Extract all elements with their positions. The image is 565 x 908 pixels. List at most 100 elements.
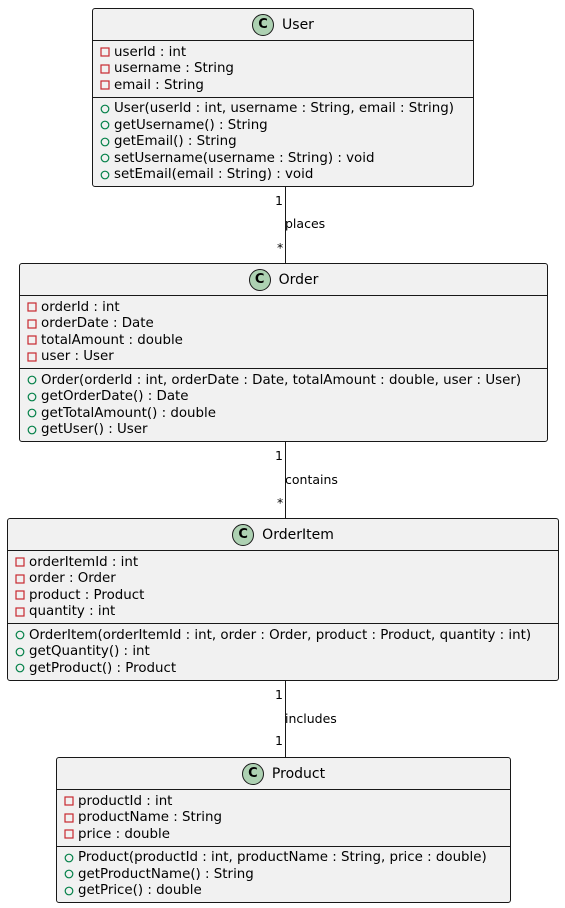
- relation-line-order-orderitem: [285, 440, 286, 518]
- method-row: getOrderDate() : Date: [26, 389, 547, 406]
- multiplicity-orderitem-side: *: [277, 495, 284, 510]
- public-visibility-icon: [63, 852, 75, 864]
- method-text: getProductName() : String: [78, 866, 254, 882]
- class-c-icon: C: [241, 762, 264, 785]
- method-row: getProduct() : Product: [14, 660, 558, 677]
- attribute-row: productName : String: [63, 810, 510, 827]
- attribute-text: quantity : int: [29, 604, 116, 620]
- relation-line-user-order: [285, 185, 286, 263]
- attribute-text: totalAmount : double: [41, 332, 183, 348]
- method-row: User(userId : int, username : String, em…: [99, 101, 473, 118]
- private-visibility-icon: [63, 812, 75, 824]
- method-text: getUsername() : String: [114, 117, 268, 133]
- class-header: C Product: [57, 758, 510, 790]
- attribute-text: order : Order: [29, 571, 116, 587]
- attribute-row: order : Order: [14, 571, 558, 588]
- multiplicity-orderitem-side: 1: [275, 687, 283, 702]
- public-visibility-icon: [26, 391, 38, 403]
- attribute-text: price : double: [78, 826, 170, 842]
- public-visibility-icon: [14, 629, 26, 641]
- method-text: getPrice() : double: [78, 883, 202, 899]
- relation-label-places: places: [285, 216, 326, 231]
- methods-section: Order(orderId : int, orderDate : Date, t…: [20, 369, 547, 441]
- attribute-row: product : Product: [14, 587, 558, 604]
- attribute-row: username : String: [99, 61, 473, 78]
- attribute-row: productId : int: [63, 793, 510, 810]
- relation-label-contains: contains: [285, 472, 338, 487]
- public-visibility-icon: [14, 646, 26, 658]
- methods-section: Product(productId : int, productName : S…: [57, 847, 510, 903]
- class-name: OrderItem: [262, 526, 334, 543]
- attribute-row: email : String: [99, 77, 473, 94]
- method-row: Product(productId : int, productName : S…: [63, 850, 510, 867]
- public-visibility-icon: [14, 662, 26, 674]
- method-text: User(userId : int, username : String, em…: [114, 101, 454, 117]
- attribute-text: productId : int: [78, 793, 173, 809]
- private-visibility-icon: [26, 351, 38, 363]
- method-text: OrderItem(orderItemId : int, order : Ord…: [29, 627, 532, 643]
- method-row: getPrice() : double: [63, 883, 510, 900]
- public-visibility-icon: [99, 169, 111, 181]
- method-row: getEmail() : String: [99, 134, 473, 151]
- private-visibility-icon: [14, 573, 26, 585]
- attribute-row: quantity : int: [14, 604, 558, 621]
- methods-section: User(userId : int, username : String, em…: [93, 98, 473, 187]
- public-visibility-icon: [63, 885, 75, 897]
- private-visibility-icon: [99, 63, 111, 75]
- multiplicity-order-side: *: [277, 240, 284, 255]
- private-visibility-icon: [14, 589, 26, 601]
- method-text: getUser() : User: [41, 422, 148, 438]
- private-visibility-icon: [26, 318, 38, 330]
- public-visibility-icon: [99, 136, 111, 148]
- private-visibility-icon: [26, 334, 38, 346]
- method-row: getQuantity() : int: [14, 644, 558, 661]
- attribute-text: product : Product: [29, 587, 145, 603]
- class-c-icon: C: [248, 268, 271, 291]
- method-text: Order(orderId : int, orderDate : Date, t…: [41, 372, 522, 388]
- public-visibility-icon: [26, 407, 38, 419]
- private-visibility-icon: [63, 828, 75, 840]
- multiplicity-product-side: 1: [275, 733, 283, 748]
- class-name: User: [282, 16, 314, 33]
- method-text: setEmail(email : String) : void: [114, 167, 314, 183]
- attribute-text: email : String: [114, 77, 204, 93]
- method-text: getTotalAmount() : double: [41, 405, 216, 421]
- attribute-row: totalAmount : double: [26, 332, 547, 349]
- attribute-text: orderItemId : int: [29, 554, 139, 570]
- relation-line-orderitem-product: [285, 679, 286, 757]
- method-row: getUser() : User: [26, 422, 547, 439]
- class-c-icon: C: [252, 13, 275, 36]
- method-row: getUsername() : String: [99, 117, 473, 134]
- method-row: OrderItem(orderItemId : int, order : Ord…: [14, 627, 558, 644]
- private-visibility-icon: [63, 795, 75, 807]
- class-header: C User: [93, 9, 473, 41]
- public-visibility-icon: [26, 374, 38, 386]
- method-text: getQuantity() : int: [29, 644, 150, 660]
- attribute-row: userId : int: [99, 44, 473, 61]
- attribute-row: orderItemId : int: [14, 554, 558, 571]
- attribute-text: userId : int: [114, 44, 187, 60]
- public-visibility-icon: [26, 424, 38, 436]
- attribute-text: productName : String: [78, 810, 222, 826]
- private-visibility-icon: [14, 556, 26, 568]
- methods-section: OrderItem(orderItemId : int, order : Ord…: [8, 624, 558, 680]
- method-row: setUsername(username : String) : void: [99, 150, 473, 167]
- multiplicity-order-side: 1: [275, 448, 283, 463]
- attribute-row: price : double: [63, 826, 510, 843]
- private-visibility-icon: [26, 301, 38, 313]
- attribute-row: orderDate : Date: [26, 316, 547, 333]
- attribute-row: user : User: [26, 349, 547, 366]
- class-name: Product: [271, 765, 326, 782]
- public-visibility-icon: [99, 152, 111, 164]
- public-visibility-icon: [99, 103, 111, 115]
- method-text: getProduct() : Product: [29, 660, 177, 676]
- public-visibility-icon: [99, 119, 111, 131]
- method-row: Order(orderId : int, orderDate : Date, t…: [26, 372, 547, 389]
